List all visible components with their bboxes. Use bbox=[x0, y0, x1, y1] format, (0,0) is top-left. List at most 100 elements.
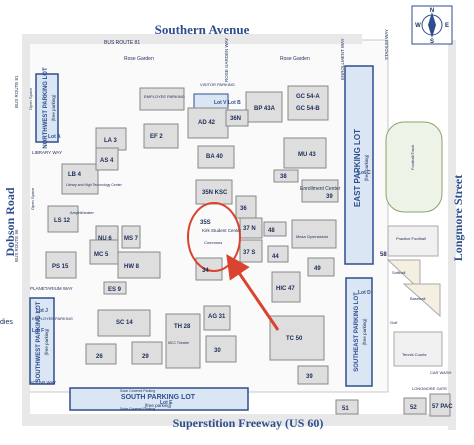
lot-b-label: Lot B bbox=[228, 100, 241, 106]
enrollment-way-label: ENROLLMENT WAY bbox=[340, 38, 345, 80]
southeast-free-label: (free parking) bbox=[362, 318, 367, 345]
rose-garden-label-left: Rose Garden bbox=[124, 56, 154, 62]
longmore-street-label: Longmore Street bbox=[451, 175, 465, 262]
label-nu6[interactable]: NU 6 bbox=[98, 236, 112, 242]
northwest-lot-area[interactable] bbox=[35, 73, 59, 143]
label-es9[interactable]: ES 9 bbox=[108, 287, 122, 293]
label-30[interactable]: 30 bbox=[214, 348, 221, 354]
label-pac57[interactable]: 57 PAC bbox=[432, 404, 453, 410]
svg-text:S: S bbox=[430, 39, 434, 45]
label-58[interactable]: 58 bbox=[380, 252, 387, 258]
bus-route-81-top: BUS ROUTE 81 bbox=[104, 40, 140, 46]
kirk-center-label: Kirk Student Center bbox=[202, 228, 242, 233]
southern-road bbox=[22, 34, 362, 44]
bldg-34-shape bbox=[195, 257, 223, 281]
label-49[interactable]: 49 bbox=[314, 266, 321, 272]
baseball-field bbox=[402, 283, 441, 318]
bldg-ba40-shape bbox=[197, 145, 235, 169]
label-37n[interactable]: 37 N bbox=[243, 226, 256, 232]
label-ef2[interactable]: EF 2 bbox=[150, 134, 163, 140]
label-39b[interactable]: 39 bbox=[306, 374, 313, 380]
label-26[interactable]: 26 bbox=[96, 354, 103, 360]
label-44[interactable]: 44 bbox=[272, 254, 279, 260]
lot-v-label: Lot V bbox=[214, 100, 227, 106]
kirk-highlight-circle bbox=[187, 202, 241, 272]
bldg-ag31-shape bbox=[203, 305, 231, 331]
label-ba40[interactable]: BA 40 bbox=[206, 154, 223, 160]
lot-d-label: Lot D bbox=[358, 290, 371, 296]
bldg-36n-shape bbox=[225, 109, 249, 127]
bldg-bp43a-shape bbox=[245, 91, 283, 123]
label-52[interactable]: 52 bbox=[410, 405, 417, 411]
label-48[interactable]: 48 bbox=[268, 228, 275, 234]
bldg-30-shape bbox=[205, 335, 237, 363]
label-34[interactable]: 34 bbox=[202, 268, 209, 274]
freeway-road bbox=[22, 414, 452, 426]
library-label: Library and High Technology Center bbox=[66, 183, 123, 187]
label-36[interactable]: 36 bbox=[240, 206, 247, 212]
label-37s[interactable]: 37 S bbox=[243, 250, 255, 256]
longmore-road bbox=[448, 40, 456, 430]
southeast-lot-label: SOUTHEAST PARKING LOT bbox=[354, 292, 360, 372]
football-track-shape bbox=[385, 121, 443, 213]
label-36n[interactable]: 36N bbox=[230, 116, 241, 122]
southwest-lot-area[interactable] bbox=[29, 297, 55, 385]
southeast-lot-area[interactable] bbox=[345, 277, 373, 387]
label-ms7[interactable]: MS 7 bbox=[124, 236, 139, 242]
label-38[interactable]: 38 bbox=[280, 174, 287, 180]
label-lb4[interactable]: LB 4 bbox=[68, 172, 82, 178]
bldg-mu43-shape bbox=[283, 137, 327, 169]
bldg-tc50-shape bbox=[269, 315, 325, 361]
svg-text:E: E bbox=[445, 23, 449, 29]
car-wash-label: CAR WASH bbox=[430, 370, 452, 375]
label-ad42[interactable]: AD 42 bbox=[198, 120, 216, 126]
label-hic47[interactable]: HIC 47 bbox=[276, 286, 295, 292]
label-gc54a[interactable]: GC 54-A bbox=[296, 94, 320, 100]
rose-garden-label-right: Rose Garden bbox=[280, 56, 310, 62]
label-mu43[interactable]: MU 43 bbox=[298, 152, 316, 158]
golf-label: Golf bbox=[390, 320, 398, 325]
bldg-sc14-shape bbox=[97, 309, 151, 337]
label-mc5[interactable]: MC 5 bbox=[94, 252, 109, 258]
label-bp43a[interactable]: BP 43A bbox=[254, 106, 276, 112]
label-as4[interactable]: AS 4 bbox=[100, 158, 114, 164]
label-th28[interactable]: TH 28 bbox=[174, 324, 191, 330]
softball-label: Softball bbox=[392, 270, 405, 275]
label-ls12[interactable]: LS 12 bbox=[54, 218, 71, 224]
label-la3[interactable]: LA 3 bbox=[104, 138, 117, 144]
lot-a-label: Lot A bbox=[48, 134, 61, 140]
northwest-lot-label: NORTHWEST PARKING LOT bbox=[43, 67, 49, 149]
practice-label: Practice Football bbox=[396, 236, 426, 241]
visitor-parking-label: VISITOR PARKING bbox=[200, 82, 235, 87]
theatre-label: MCC Theatre bbox=[168, 341, 189, 345]
bldg-38-shape bbox=[273, 169, 299, 183]
south-lot-area[interactable] bbox=[69, 387, 249, 411]
bldg-gc54-shape bbox=[287, 85, 329, 121]
label-tc50[interactable]: TC 50 bbox=[286, 336, 303, 342]
label-ps15[interactable]: PS 15 bbox=[52, 264, 69, 270]
label-35n-ksc[interactable]: 35N KSC bbox=[202, 190, 228, 196]
employee-parking-label-2: EMPLOYEE PARKING bbox=[32, 316, 73, 321]
label-35s[interactable]: 35S bbox=[200, 220, 211, 226]
south-lot-label: SOUTH PARKING LOT bbox=[121, 394, 196, 401]
label-hw8[interactable]: HW 8 bbox=[124, 264, 140, 270]
label-29[interactable]: 29 bbox=[142, 354, 149, 360]
east-lot-area[interactable] bbox=[344, 65, 374, 265]
northwest-free-label: (free parking) bbox=[51, 94, 56, 121]
label-39[interactable]: 39 bbox=[326, 194, 333, 200]
label-sc14[interactable]: SC 14 bbox=[116, 320, 133, 326]
dobson-road-label: Dobson Road bbox=[3, 187, 17, 256]
tennis-courts bbox=[393, 331, 443, 367]
bldg-26-shape bbox=[85, 343, 117, 365]
southwest-free-label: (free parking) bbox=[44, 328, 49, 355]
open-space-label-w: Open Space bbox=[30, 187, 35, 210]
tennis-label: Tennis Courts bbox=[402, 352, 426, 357]
label-ag31[interactable]: AG 31 bbox=[208, 314, 226, 320]
softball-field bbox=[386, 259, 421, 292]
freeway-label: Superstition Freeway (US 60) bbox=[173, 416, 324, 430]
label-51[interactable]: 51 bbox=[342, 406, 349, 412]
practice-field bbox=[387, 225, 439, 257]
label-gc54b[interactable]: GC 54-B bbox=[296, 106, 320, 112]
